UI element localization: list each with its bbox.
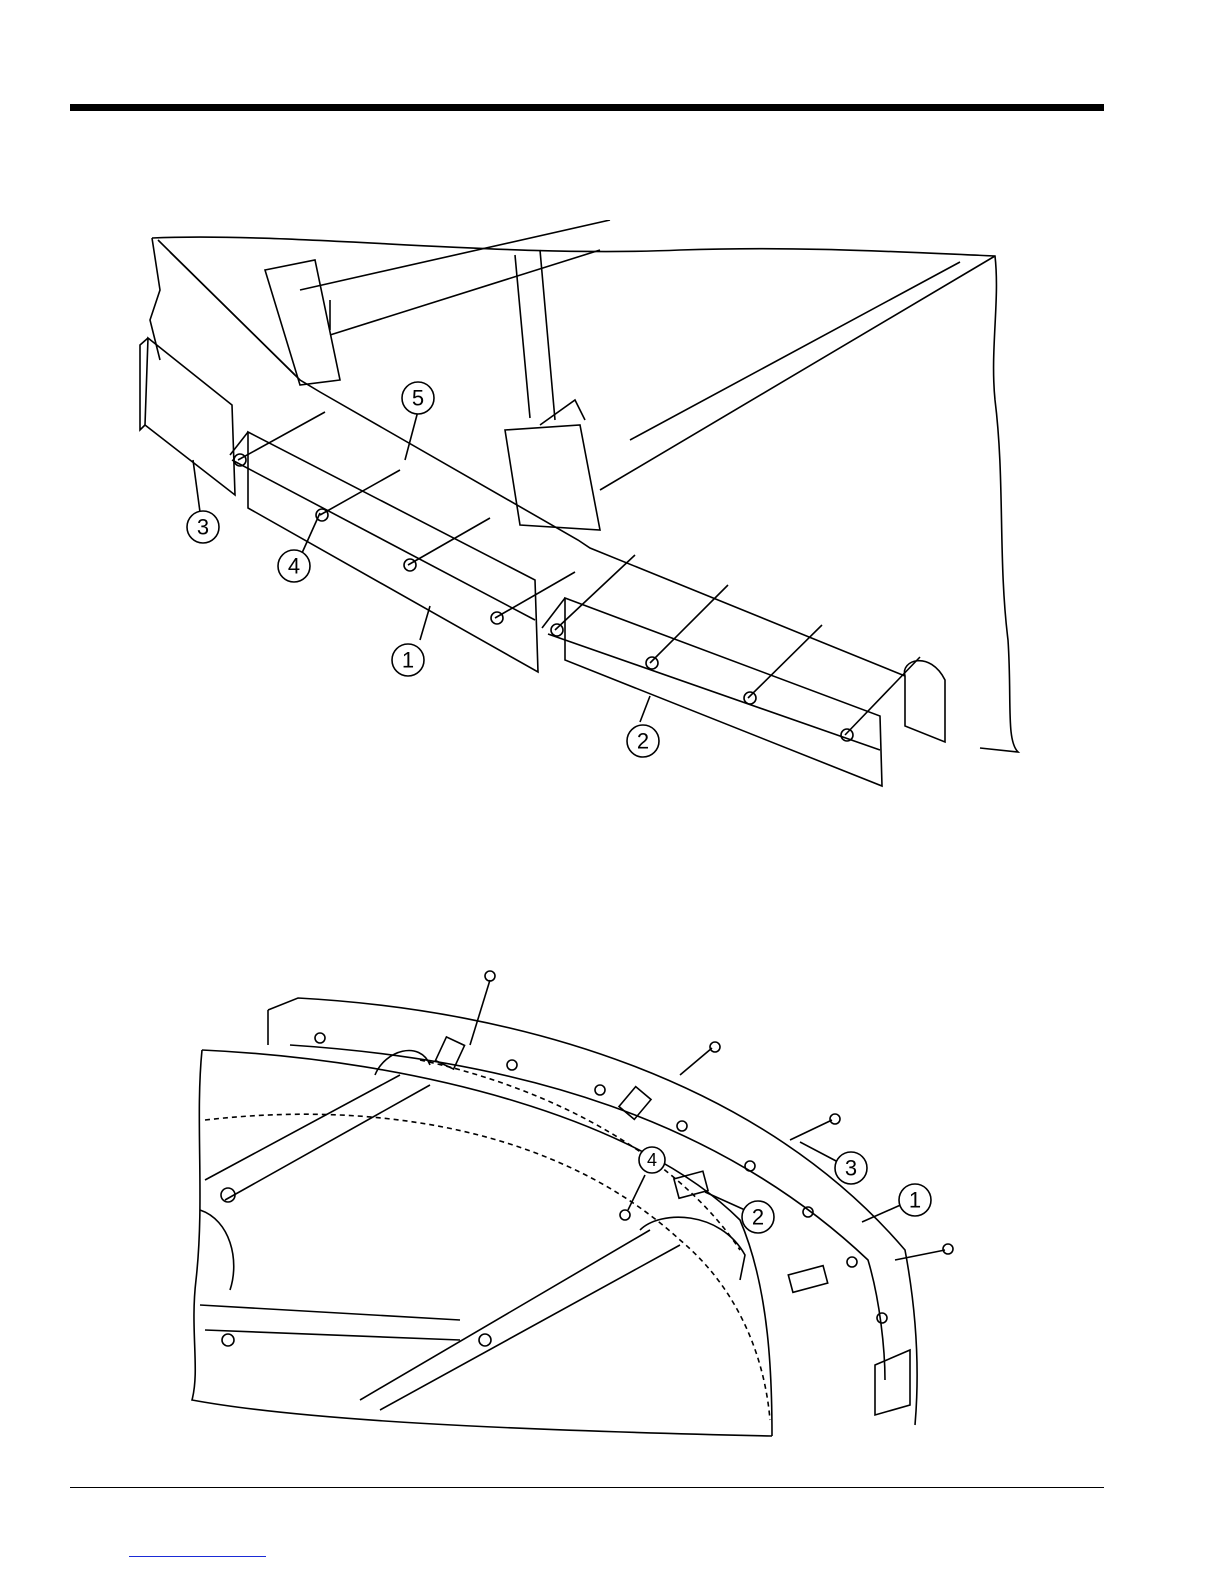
callout-1: 1 xyxy=(899,1184,931,1216)
bolts-strip-2 xyxy=(551,555,920,741)
callout-5: 5 xyxy=(402,382,434,414)
callout-4: 4 xyxy=(278,550,310,582)
footer-rule xyxy=(70,1487,1104,1488)
callout-2: 2 xyxy=(627,725,659,757)
svg-text:1: 1 xyxy=(402,648,414,673)
svg-text:3: 3 xyxy=(845,1156,857,1181)
callout-2: 2 xyxy=(742,1201,774,1233)
svg-text:2: 2 xyxy=(752,1205,764,1230)
svg-text:4: 4 xyxy=(288,554,300,579)
bolts-strip-1 xyxy=(234,412,575,624)
callout-3: 3 xyxy=(187,511,219,543)
figure-1-callouts: 1 2 3 4 5 xyxy=(187,382,659,757)
callout-1: 1 xyxy=(392,644,424,676)
svg-text:3: 3 xyxy=(197,515,209,540)
svg-text:1: 1 xyxy=(909,1188,921,1213)
figure-2-curved-edge-assembly: 1 2 3 4 xyxy=(0,960,1225,1440)
callout-3: 3 xyxy=(835,1152,867,1184)
figure-1-straight-edge-assembly: 1 2 3 4 5 xyxy=(0,220,1225,800)
footer-link[interactable] xyxy=(129,1556,266,1557)
svg-text:2: 2 xyxy=(637,729,649,754)
figure-2-callouts: 1 2 3 4 xyxy=(639,1147,931,1233)
svg-text:5: 5 xyxy=(412,386,424,411)
callout-4: 4 xyxy=(639,1147,665,1173)
header-rule xyxy=(70,104,1104,111)
svg-text:4: 4 xyxy=(647,1150,657,1170)
